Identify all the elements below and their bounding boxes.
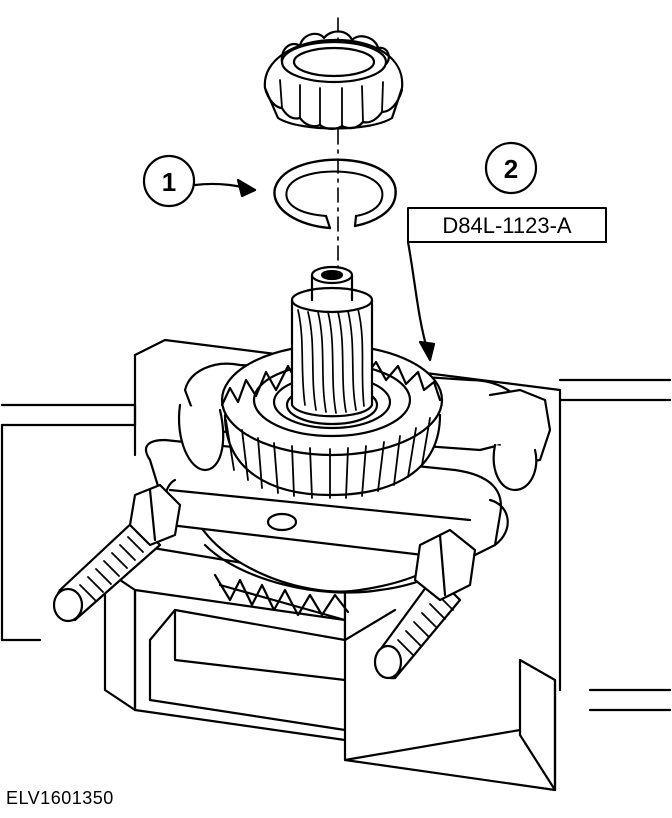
callout-1: 1 [142,154,196,208]
gear-shaft-icon [220,265,444,499]
tool-label: D84L-1123-A [442,213,572,238]
threaded-rod-left [52,483,182,623]
bearing-cone-icon [263,30,404,130]
leader-lines [193,178,436,362]
threaded-rod-right [373,528,477,680]
snap-ring-icon [273,158,397,230]
puller-post-left-rear [177,403,225,472]
callout-2: 2 [484,141,538,195]
figure-id: ELV1601350 [6,788,114,808]
puller-post-right-rear [488,388,552,492]
callout-2-label: 2 [504,154,518,184]
tool-label-box: D84L-1123-A [407,207,607,243]
callout-1-label: 1 [162,167,176,197]
